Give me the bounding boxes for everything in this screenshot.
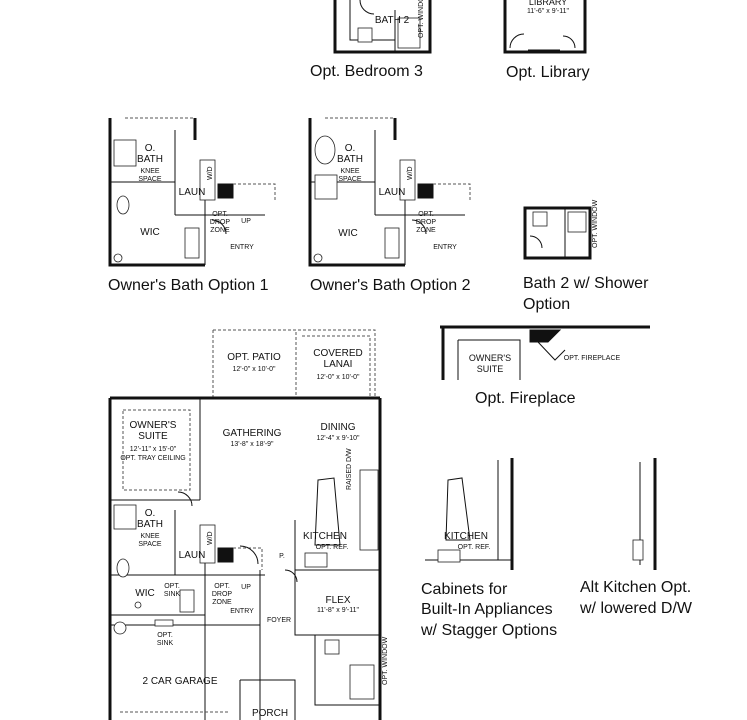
label-porch: PORCH <box>251 708 289 719</box>
caption-alt-kitchen-line2: w/ lowered D/W <box>580 600 693 617</box>
alt-kitchen-plan <box>632 458 657 570</box>
label-wic-opt1: WIC <box>140 227 160 238</box>
label-entry-opt1: ENTRY <box>230 244 254 251</box>
caption-owners-bath-option2: Owner's Bath Option 2 <box>310 277 471 294</box>
owners-bath-option1-plan <box>108 117 276 267</box>
opt-library-plan <box>503 0 587 54</box>
label-up-opt1: UP <box>241 218 251 225</box>
label-owners-suite: OWNER'S SUITE <box>129 420 177 442</box>
label-opt-window-main: OPT. WINDOW <box>382 636 389 685</box>
label-wd-main: W/D <box>207 531 214 545</box>
label-opt-fireplace-small: OPT. FIREPLACE <box>563 355 621 362</box>
label-opt-ref: OPT. REF. <box>315 544 349 551</box>
label-wic-main: WIC <box>135 588 155 599</box>
caption-cabinets-line1: Cabinets for <box>421 581 508 598</box>
label-up-main: UP <box>241 584 251 591</box>
caption-cabinets-line2: Built-In Appliances <box>421 601 553 618</box>
label-laun-opt2: LAUN <box>378 187 406 198</box>
label-kitchen: KITCHEN <box>303 531 347 542</box>
caption-owners-bath-option1: Owner's Bath Option 1 <box>108 277 269 294</box>
owners-bath-option2-plan <box>308 117 471 267</box>
caption-opt-fireplace: Opt. Fireplace <box>475 390 576 407</box>
label-opt-patio-dim: 12'-0" x 10'-0" <box>232 366 276 373</box>
label-laun-opt1: LAUN <box>178 187 206 198</box>
label-covered-lanai: COVERED LANAI <box>313 348 363 370</box>
label-opt-sink-garage: OPT. SINK <box>156 632 174 647</box>
label-kitchen-cabinets: KITCHEN <box>444 531 488 542</box>
label-wic-opt2: WIC <box>338 228 358 239</box>
label-knee-space-opt2: KNEE SPACE <box>338 168 362 183</box>
caption-opt-library: Opt. Library <box>506 64 590 81</box>
label-drop-zone-opt1: OPT. DROP ZONE <box>209 211 231 234</box>
label-flex: FLEX <box>325 595 351 606</box>
label-opt-window-bath2: OPT. WINDOW <box>592 199 599 248</box>
label-covered-lanai-dim: 12'-0" x 10'-0" <box>316 374 360 381</box>
label-opt-ref-cabinets: OPT. REF. <box>457 544 491 551</box>
label-opt-window-top: OPT. WINDOW <box>418 0 425 38</box>
label-owners-suite-dim: 12'-11" x 15'-0" <box>129 446 177 453</box>
opt-bedroom3-plan <box>333 0 432 54</box>
label-obath-main: O. BATH <box>137 508 163 530</box>
label-dining-dim: 12'-4" x 9'-10" <box>316 435 360 442</box>
label-gathering-dim: 13'-8" x 18'-9" <box>230 441 274 448</box>
caption-bath2-shower-line2: Option <box>523 296 571 313</box>
label-dining: DINING <box>320 422 356 433</box>
label-library-dim: 11'-6" x 9'-11" <box>526 8 570 15</box>
caption-alt-kitchen-line1: Alt Kitchen Opt. <box>580 579 692 596</box>
label-wd-opt1: W/D <box>207 166 214 180</box>
label-gathering: GATHERING <box>222 428 282 439</box>
label-library: LIBRARY <box>528 0 568 7</box>
label-flex-dim: 11'-8" x 9'-11" <box>316 607 360 614</box>
label-raised-dw: RAISED D/W <box>346 448 353 490</box>
label-opt-tray-ceiling: OPT. TRAY CEILING <box>120 455 186 462</box>
label-drop-zone-main: OPT. DROP ZONE <box>211 583 233 606</box>
caption-cabinets-line3: w/ Stagger Options <box>421 622 558 639</box>
label-drop-zone-opt2: OPT. DROP ZONE <box>415 211 437 234</box>
label-opt-sink-wic: OPT. SINK <box>163 583 181 598</box>
label-laun-main: LAUN <box>178 550 206 561</box>
label-two-car-garage: 2 CAR GARAGE <box>142 676 218 687</box>
label-entry-opt2: ENTRY <box>433 244 457 251</box>
label-foyer: FOYER <box>266 617 292 624</box>
label-p: P. <box>279 553 285 560</box>
caption-bath2-shower-line1: Bath 2 w/ Shower <box>523 275 649 292</box>
label-owners-suite-fireplace: OWNER'S SUITE <box>468 353 512 374</box>
caption-opt-bedroom3: Opt. Bedroom 3 <box>310 63 423 80</box>
label-knee-space-main: KNEE SPACE <box>138 533 162 548</box>
label-wd-opt2: W/D <box>407 166 414 180</box>
opt-fireplace-plan <box>440 325 650 380</box>
main-floor-plan <box>108 329 382 720</box>
bath2-shower-plan <box>523 206 592 260</box>
label-opt-patio: OPT. PATIO <box>227 352 281 363</box>
label-obath-opt1: O. BATH <box>137 143 163 165</box>
label-obath-opt2: O. BATH <box>337 143 363 165</box>
cabinets-builtin-plan <box>425 458 514 570</box>
label-knee-space-opt1: KNEE SPACE <box>138 168 162 183</box>
label-bath2-top: BATH 2 <box>374 15 410 26</box>
label-entry-main: ENTRY <box>230 608 254 615</box>
